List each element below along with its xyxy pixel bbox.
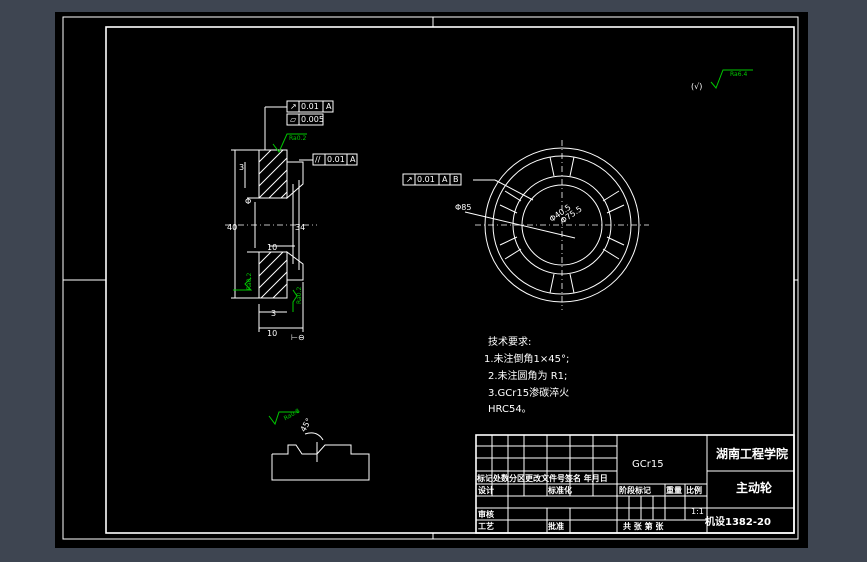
svg-text:(√): (√) bbox=[691, 82, 702, 91]
title-approve: 批准 bbox=[548, 521, 564, 531]
tolerance-frame-flatness: ▱ 0.005 bbox=[286, 113, 324, 126]
tolerance-frame-runout-right: ↗ 0.01 A B bbox=[402, 173, 462, 186]
svg-text:0.01: 0.01 bbox=[417, 175, 435, 184]
svg-text:0.01: 0.01 bbox=[327, 155, 345, 164]
dim-overall-width: 10 bbox=[267, 329, 277, 338]
tolerance-frame-runout-top: ↗ 0.01 A bbox=[286, 100, 334, 113]
tech-note-4: HRC54。 bbox=[488, 404, 532, 415]
tech-note-3: 3.GCr15渗碳淬火 bbox=[488, 386, 569, 399]
dim-left-height: 40 bbox=[227, 223, 237, 232]
datum-a-mark: ⊢⊖ bbox=[291, 333, 305, 342]
title-process: 工艺 bbox=[478, 521, 494, 531]
title-part-name: 主动轮 bbox=[736, 480, 773, 495]
title-drawing-no: 机设1382-20 bbox=[705, 515, 771, 528]
svg-text:Ra6.4: Ra6.4 bbox=[730, 71, 747, 78]
roughness-default: (√) Ra6.4 bbox=[691, 69, 753, 91]
title-stage-mark: 阶段标记 bbox=[619, 485, 651, 495]
tech-notes-title: 技术要求: bbox=[488, 335, 531, 348]
sheet-frame bbox=[105, 26, 795, 534]
title-sheets: 共 张 第 张 bbox=[623, 521, 664, 531]
svg-text://: // bbox=[315, 155, 321, 164]
title-weight: 重量 bbox=[666, 485, 682, 495]
title-ratio: 比例 bbox=[686, 485, 702, 495]
title-design: 设计 bbox=[478, 485, 494, 495]
title-material: GCr15 bbox=[632, 459, 664, 470]
cad-drawing: 3 40 Φ 10 34 3 10 ↗ 0.01 A ▱ 0.005 // 0.… bbox=[62, 16, 799, 540]
svg-text:45°: 45° bbox=[299, 417, 314, 434]
svg-text:0.01: 0.01 bbox=[301, 102, 319, 111]
roughness-right-low: Ra0.2 bbox=[292, 287, 303, 312]
tech-note-2: 2.未注圆角为 R1; bbox=[488, 369, 567, 382]
svg-text:↗: ↗ bbox=[406, 175, 413, 184]
svg-text:B: B bbox=[453, 175, 459, 184]
svg-text:Ra0.2: Ra0.2 bbox=[246, 273, 253, 290]
title-review: 审核 bbox=[478, 509, 494, 519]
dim-inner-width: 10 bbox=[267, 243, 277, 252]
svg-text:Ra0.2: Ra0.2 bbox=[289, 135, 306, 142]
svg-text:Ra0.8: Ra0.8 bbox=[283, 407, 302, 422]
title-scale: 1:1 bbox=[691, 507, 704, 516]
dim-left-top: 3 bbox=[239, 163, 244, 172]
front-view bbox=[464, 140, 649, 310]
dim-right-dia: 34 bbox=[295, 223, 305, 232]
detail-view: Ra0.8 45° bbox=[268, 407, 370, 481]
tolerance-frame-parallel: // 0.01 A bbox=[312, 153, 358, 166]
svg-text:A: A bbox=[326, 102, 332, 111]
svg-text:▱: ▱ bbox=[290, 115, 297, 124]
dim-bottom-small: 3 bbox=[271, 309, 276, 318]
drawing-canvas: 3 40 Φ 10 34 3 10 ↗ 0.01 A ▱ 0.005 // 0.… bbox=[55, 12, 808, 548]
title-header-row: 标记处数分区更改文件号签名 年月日 bbox=[476, 473, 608, 483]
svg-text:A: A bbox=[350, 155, 356, 164]
svg-text:↗: ↗ bbox=[290, 102, 297, 111]
svg-text:A: A bbox=[442, 175, 448, 184]
svg-text:Ra0.2: Ra0.2 bbox=[296, 287, 303, 304]
dim-bore-ref: Φ bbox=[245, 197, 251, 206]
sheet-outer-border bbox=[62, 16, 799, 540]
roughness-left-side: Ra0.2 bbox=[233, 273, 253, 291]
section-view bbox=[225, 149, 317, 332]
tech-notes: 技术要求: 1.未注倒角1×45°; 2.未注圆角为 R1; 3.GCr15渗碳… bbox=[484, 335, 569, 415]
dim-outer-dia: Φ85 bbox=[455, 203, 471, 212]
tech-note-1: 1.未注倒角1×45°; bbox=[484, 352, 569, 365]
roughness-face-top: Ra0.2 bbox=[272, 133, 307, 153]
svg-text:0.005: 0.005 bbox=[301, 115, 324, 124]
title-standardize: 标准化 bbox=[547, 485, 572, 495]
title-school: 湖南工程学院 bbox=[716, 446, 788, 461]
title-block bbox=[475, 434, 795, 534]
